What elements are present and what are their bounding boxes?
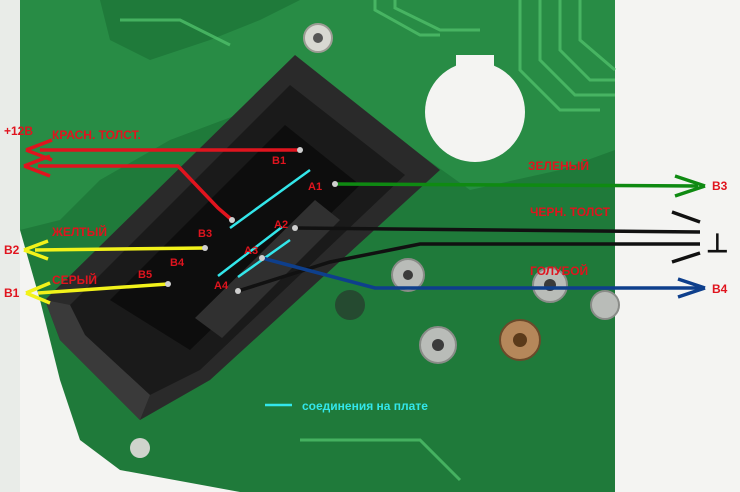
solder-pads [130,23,620,458]
pin-label-a4: A4 [214,280,229,292]
board-traces [120,0,616,482]
pin-label-a1: A1 [308,181,322,193]
connection-b1-a1 [229,168,311,230]
wire-labels: +12В КРАСН. ТОЛСТ. ЗЕЛЕНЫЙ ЧЕРН. ТОЛСТ Ж… [4,124,611,287]
pin-label-b4: B4 [170,257,185,269]
connection-b3-a2 [217,226,283,277]
pin-label-a2: A2 [274,219,288,231]
end-label-b2: B2 [4,243,20,257]
wire-green [334,182,699,188]
pins [165,147,338,294]
legend-text: соединения на плате [302,399,428,413]
pin-label-b1: B1 [272,155,286,167]
label-black-thick: ЧЕРН. ТОЛСТ [530,205,611,219]
wire-black-upper [294,226,701,234]
wire-gray [37,282,169,295]
wire-yellow [34,246,206,252]
label-plus12: +12В [4,124,33,138]
end-label-b3: B3 [712,179,728,193]
end-label-b4: B4 [712,282,728,296]
label-red-thick: КРАСН. ТОЛСТ. [52,128,141,142]
pin-label-b5: B5 [138,269,152,281]
wire-black-lower [237,242,700,293]
pin-label-a3: A3 [244,245,258,257]
left-edge [0,0,20,492]
label-green: ЗЕЛЕНЫЙ [528,158,589,173]
mounting-hole-notch [456,55,494,77]
connector [45,55,440,420]
ground-icon: ⊥ [706,228,729,258]
pin-labels: B1 A1 A2 A3 A4 B3 B4 B5 [138,155,322,292]
mounting-hole [425,62,525,162]
label-gray: СЕРЫЙ [52,272,97,287]
pin-label-b3: B3 [198,228,212,240]
label-yellow: ЖЕЛТЫЙ [51,224,107,239]
label-blue: ГОЛУБОЙ [530,263,588,278]
wire-blue [261,256,700,290]
end-label-b1: B1 [4,286,20,300]
wire-red-lower [38,164,234,222]
end-labels: B3 B4 B2 B1 ⊥ [4,179,729,300]
wires [23,138,706,305]
